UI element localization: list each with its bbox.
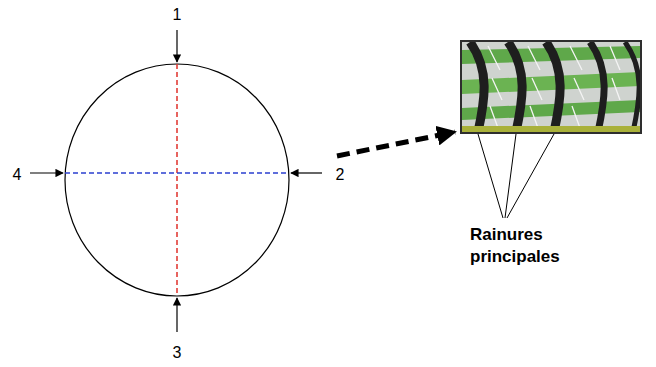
arrow-2 <box>291 172 322 173</box>
wheel-outline <box>65 64 289 296</box>
callout-number: 3 <box>173 342 182 363</box>
callout-number: 4 <box>13 164 22 185</box>
tread-picture <box>460 40 642 134</box>
callout-number: 1 <box>173 4 182 25</box>
callout-number: 2 <box>336 164 345 185</box>
vertical-axis <box>176 64 178 296</box>
arrow-3 <box>176 298 177 332</box>
leader-lines <box>478 134 554 218</box>
horizontal-axis <box>65 172 289 174</box>
zoom-arrow <box>337 132 455 156</box>
part-label: Rainures principales <box>470 224 605 268</box>
arrow-4 <box>30 172 63 173</box>
arrow-1 <box>176 30 177 62</box>
